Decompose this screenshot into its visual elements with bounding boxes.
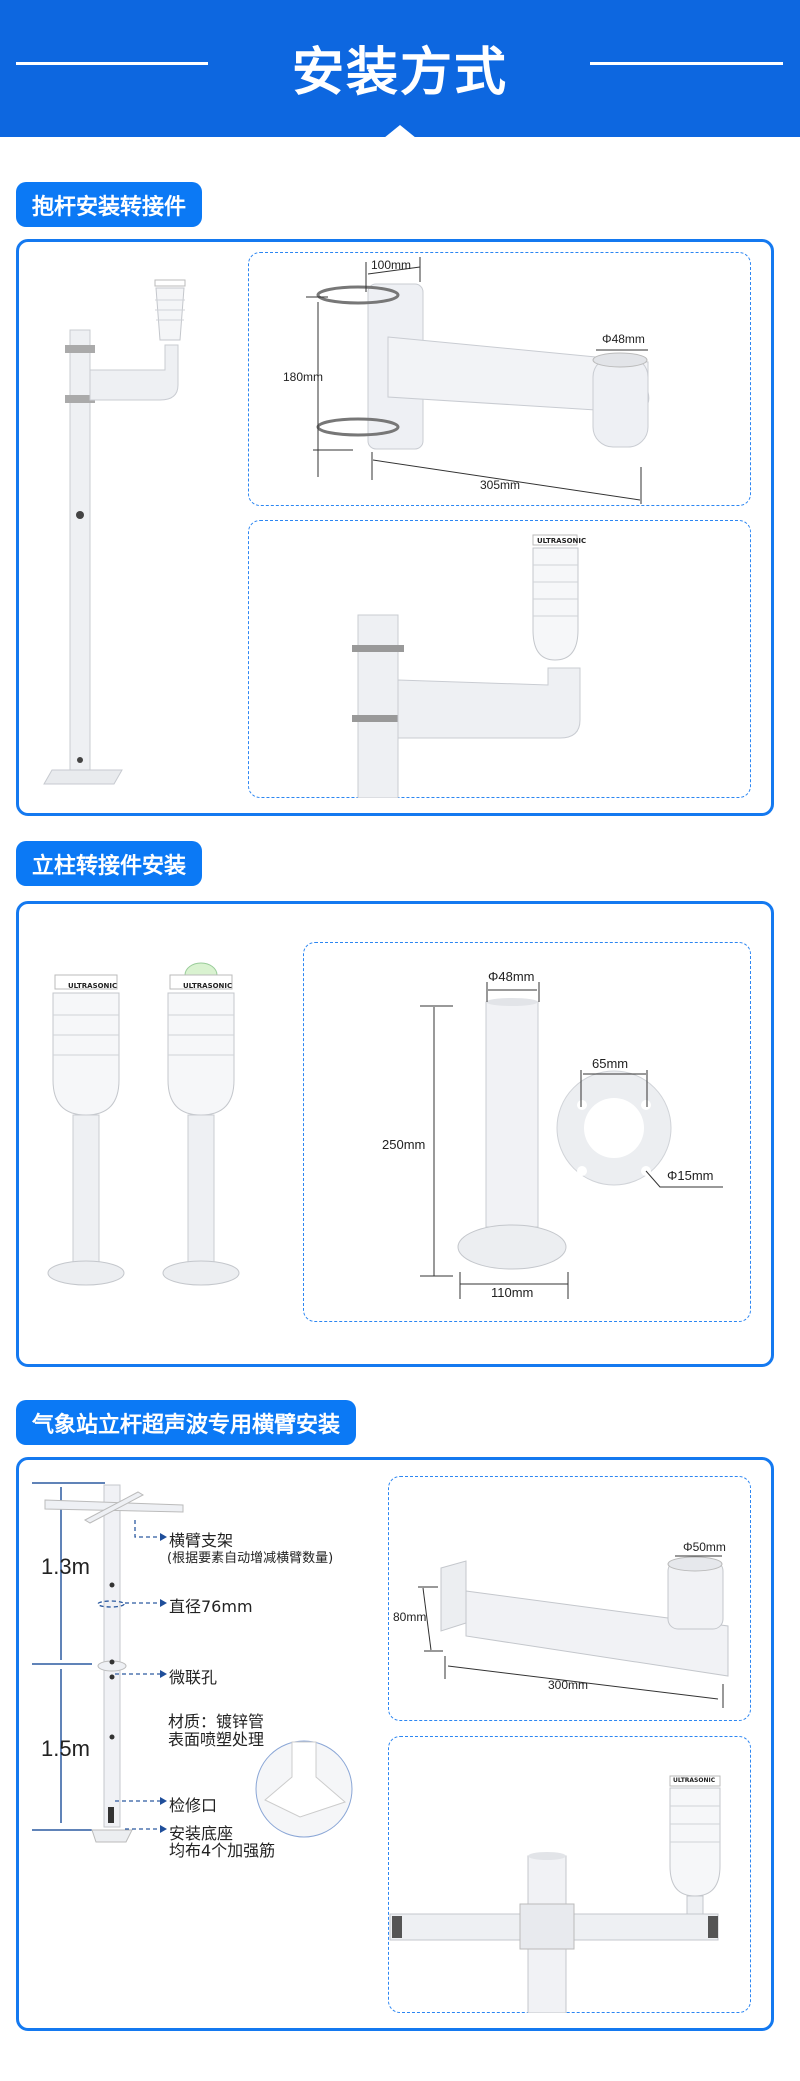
sensor-brand-logo: ULTRASONIC bbox=[537, 537, 587, 545]
annotation-base: 安装底座 bbox=[169, 1824, 234, 1843]
height-lower-label: 1.5m bbox=[41, 1736, 90, 1761]
sensor-brand-logo: ULTRASONIC bbox=[68, 982, 118, 990]
bracket-drawing bbox=[306, 257, 650, 504]
crossarm-drawing bbox=[418, 1555, 729, 1708]
weather-station-pole-diagram bbox=[32, 1482, 353, 1843]
annotation-crossarm: 横臂支架 bbox=[169, 1531, 234, 1550]
header-banner bbox=[0, 0, 800, 137]
annotation-service-port: 检修口 bbox=[169, 1796, 218, 1815]
section-title-column-adapter: 立柱转接件安装 bbox=[16, 841, 203, 886]
notch bbox=[384, 125, 416, 138]
page-title: 安装方式 bbox=[291, 43, 508, 103]
annotation-material: 材质：镀锌管 bbox=[168, 1712, 265, 1731]
annotation-diameter: 直径76mm bbox=[169, 1597, 253, 1616]
divider-left bbox=[16, 62, 208, 65]
column-drawing bbox=[420, 982, 723, 1299]
dim-column-diameter: Φ48mm bbox=[488, 969, 535, 984]
height-upper-label: 1.3m bbox=[41, 1554, 90, 1579]
annotation-joint: 微联孔 bbox=[169, 1668, 218, 1687]
dim-column-height: 250mm bbox=[382, 1137, 426, 1152]
section-title-pole-adapter: 抱杆安装转接件 bbox=[16, 182, 203, 227]
column-sensors-image bbox=[47, 962, 240, 1286]
dim-diameter-label: Φ48mm bbox=[602, 332, 645, 346]
annotation-ribs: 均布4个加强筋 bbox=[169, 1841, 276, 1860]
dim-height-label: 180mm bbox=[283, 370, 324, 384]
section-title-crossarm: 气象站立杆超声波专用横臂安装 bbox=[16, 1400, 357, 1445]
bracket-installed-box bbox=[248, 520, 751, 798]
dim-length-label: 305mm bbox=[480, 478, 521, 492]
dim-cup-diameter: Φ50mm bbox=[683, 1540, 726, 1554]
pole-with-sensor-image bbox=[43, 279, 186, 785]
annotation-coating: 表面喷塑处理 bbox=[168, 1730, 265, 1749]
bracket-installed-drawing bbox=[352, 534, 581, 798]
dim-column-base: 110mm bbox=[491, 1285, 534, 1300]
dim-hole-spacing: 65mm bbox=[592, 1056, 629, 1071]
annotation-crossarm-note: (根据要素自动增减横臂数量) bbox=[167, 1551, 334, 1566]
sensor-brand-logo: ULTRASONIC bbox=[673, 1777, 716, 1784]
dim-crossarm-length: 300mm bbox=[548, 1678, 589, 1692]
dim-crossarm-height: 80mm bbox=[393, 1610, 427, 1624]
divider-right bbox=[590, 62, 783, 65]
crossarm-installed-drawing bbox=[389, 1775, 721, 2013]
dim-width-label: 100mm bbox=[371, 258, 412, 272]
sensor-brand-logo: ULTRASONIC bbox=[183, 982, 233, 990]
dim-hole-diameter: Φ15mm bbox=[667, 1168, 714, 1183]
